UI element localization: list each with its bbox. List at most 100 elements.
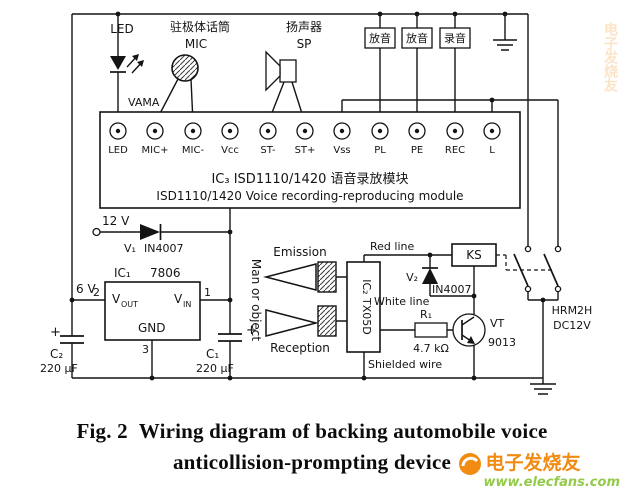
terminal-led: LED bbox=[108, 122, 128, 156]
resistor-body bbox=[414, 322, 448, 338]
terminal-vcc: Vcc bbox=[221, 122, 239, 156]
switch-arm bbox=[543, 253, 559, 287]
wiring-diagram: LED 驻极体话筒 MIC VAMA 扬声器 SP 放音 放音 录音 bbox=[40, 11, 593, 395]
caption-line-1: Fig. 2 Wiring diagram of backing automob… bbox=[76, 419, 548, 443]
pin-label: Vcc bbox=[221, 145, 239, 156]
led-triangle bbox=[110, 56, 126, 70]
reception-beam bbox=[265, 309, 319, 337]
diode-triangle bbox=[422, 268, 438, 284]
diode-ref: V₁ bbox=[124, 242, 136, 255]
terminal-st-minus: ST- bbox=[259, 122, 277, 156]
pin-label: LED bbox=[108, 145, 128, 156]
pin-number-3: 3 bbox=[142, 343, 149, 356]
ic2-module: IC₂ TX05D bbox=[346, 261, 381, 353]
diode-ref: V₂ bbox=[406, 271, 418, 284]
caption-line-2: anticollision-prompting device bbox=[172, 450, 452, 474]
junction-dot bbox=[471, 375, 477, 381]
cap-plates bbox=[60, 335, 84, 344]
led-title: LED bbox=[110, 22, 134, 36]
vout-sub: OUT bbox=[121, 300, 138, 309]
terminal-dot bbox=[115, 128, 121, 134]
label-12v: 12 V bbox=[102, 214, 130, 228]
watermark-faint: 电子发烧友 bbox=[602, 22, 618, 92]
terminal-st-plus: ST+ bbox=[295, 122, 316, 156]
cap-ref: C₁ bbox=[206, 347, 219, 361]
ic2-label: IC₂ TX05D bbox=[360, 279, 373, 335]
terminal-pe: PE bbox=[408, 122, 426, 156]
terminal-rec: REC bbox=[445, 122, 465, 156]
switch-contact-1 bbox=[513, 245, 532, 293]
terminal-dot bbox=[414, 128, 420, 134]
terminal-dot bbox=[152, 128, 158, 134]
watermark-site: www.elecfans.com bbox=[483, 475, 620, 491]
vin-label: V bbox=[174, 292, 183, 306]
relay-model: HRM2H bbox=[552, 304, 593, 317]
regulator-ref: IC₁ bbox=[114, 266, 131, 280]
watermark: 电子发烧友 www.elecfans.com bbox=[458, 452, 620, 490]
button-label: 放音 bbox=[406, 31, 428, 45]
terminal-pl: PL bbox=[371, 122, 389, 156]
speaker-title: SP bbox=[297, 37, 312, 51]
pin-label: Vss bbox=[333, 145, 350, 156]
terminal-vss: Vss bbox=[333, 122, 351, 156]
input-terminal-12v bbox=[92, 227, 101, 237]
label-6v: 6 V bbox=[76, 282, 96, 296]
figure-caption: Fig. 2 Wiring diagram of backing automob… bbox=[0, 416, 624, 478]
speaker-body bbox=[279, 59, 297, 83]
transistor-collector bbox=[461, 316, 475, 326]
watermark-brand: 电子发烧友 bbox=[485, 452, 581, 475]
button-box bbox=[401, 27, 433, 49]
transistor-ref: VT bbox=[490, 317, 505, 330]
cap-value: 220 μF bbox=[196, 362, 234, 375]
transistor-circle bbox=[452, 313, 486, 347]
reception-transducer bbox=[317, 305, 337, 337]
mic-capsule bbox=[171, 54, 199, 82]
transistor-part: 9013 bbox=[488, 336, 516, 349]
switch-contact-2 bbox=[543, 245, 562, 293]
junction-dot bbox=[471, 293, 477, 299]
junction-dot bbox=[69, 297, 75, 303]
relay-ks: KS HRM2H DC12V bbox=[451, 243, 593, 332]
junction-dot bbox=[540, 297, 546, 303]
terminal-dot bbox=[339, 128, 345, 134]
diode-triangle bbox=[140, 224, 160, 240]
relay-link-dashed bbox=[496, 254, 552, 271]
object-label: Man or object bbox=[249, 259, 263, 341]
button-box bbox=[439, 27, 471, 49]
junction-dot bbox=[361, 375, 367, 381]
pin-label: REC bbox=[445, 145, 465, 156]
relay-label: KS bbox=[466, 248, 482, 262]
resistor-r1: R₁ 4.7 kΩ bbox=[413, 308, 449, 355]
terminal-l: L bbox=[483, 122, 501, 156]
pin-number-2: 2 bbox=[93, 286, 100, 299]
button-record: 录音 bbox=[439, 27, 471, 49]
pin-label: ST- bbox=[260, 145, 276, 156]
cap-polarity: + bbox=[50, 325, 61, 340]
vout-label: V bbox=[112, 292, 121, 306]
junction-dot bbox=[227, 297, 233, 303]
terminal-dot bbox=[227, 128, 233, 134]
elecfans-logo-icon bbox=[458, 453, 481, 476]
contact-terminal bbox=[554, 285, 562, 293]
junction-dot bbox=[149, 375, 155, 381]
terminal-dot bbox=[190, 128, 196, 134]
junction-dot bbox=[427, 252, 433, 258]
regulator-7806: IC₁ 7806 V OUT V IN GND 2 1 3 6 V bbox=[76, 266, 211, 356]
junction-dot bbox=[377, 11, 383, 17]
pin-label: ST+ bbox=[295, 145, 316, 156]
diode-part: IN4007 bbox=[432, 283, 471, 296]
junction-dot bbox=[115, 11, 121, 17]
junction-dot bbox=[502, 11, 508, 17]
ic3-title-en: ISD1110/1420 Voice recording-reproducing… bbox=[156, 189, 463, 203]
cap-ref: C₂ bbox=[50, 347, 63, 361]
button-label: 放音 bbox=[369, 31, 391, 45]
pin-label: L bbox=[489, 145, 495, 156]
pin-label: MIC- bbox=[182, 145, 205, 156]
emission-label: Emission bbox=[273, 245, 326, 259]
terminal-dot bbox=[302, 128, 308, 134]
led-ray-arrowhead bbox=[137, 60, 144, 67]
ic3-title-cn: IC₃ ISD1110/1420 语音录放模块 bbox=[211, 171, 408, 187]
ground-symbol-bottom bbox=[530, 378, 556, 395]
pin-label: PE bbox=[411, 145, 423, 156]
mic-title: MIC bbox=[185, 37, 207, 51]
